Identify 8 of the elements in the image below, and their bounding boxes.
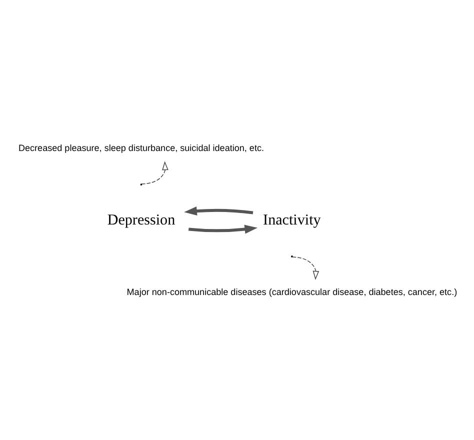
node-text: Inactivity	[262, 212, 320, 228]
node-text: Depression	[106, 212, 175, 228]
arrow	[184, 206, 253, 215]
arrow	[188, 224, 258, 234]
node-text: Major non-communicable diseases (cardiovascular disease, diabetes, cancer, etc.)	[126, 286, 457, 296]
node-text: Decreased pleasure, sleep disturbance, suicidal ideation, etc.	[18, 142, 264, 152]
arrow	[291, 256, 319, 280]
arrow	[140, 160, 168, 184]
